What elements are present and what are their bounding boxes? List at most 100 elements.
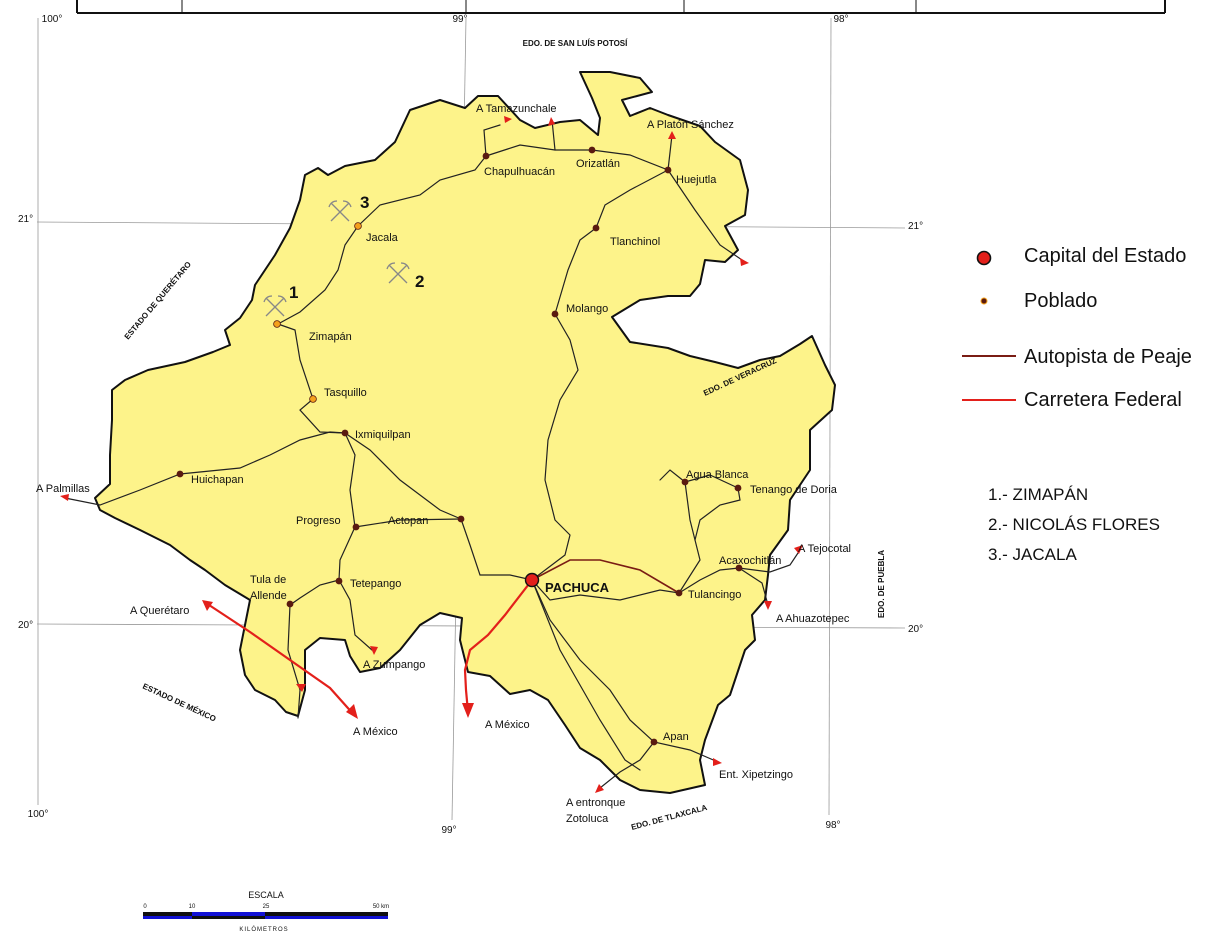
town-marker: [457, 515, 465, 523]
town-marker: [650, 738, 658, 746]
destination-label: A Tamazunchale: [476, 103, 557, 115]
town-label: Jacala: [366, 232, 399, 244]
neighbor-label-east-far: EDO. DE PUEBLA: [877, 550, 886, 618]
federal-highways: [205, 579, 533, 717]
exit-arrows: [60, 116, 803, 793]
town-marker: [675, 589, 683, 597]
town-label: Tulancingo: [688, 589, 741, 601]
town-marker: [176, 470, 184, 478]
town-marker: [681, 478, 689, 486]
degree-label: 99°: [441, 825, 456, 836]
mine-icon: [328, 200, 352, 222]
capital-marker: [524, 572, 540, 588]
degree-label: 100°: [42, 14, 63, 25]
town-marker: [354, 222, 362, 230]
mine-number: 2: [415, 272, 424, 291]
mines-list: 1.- ZIMAPÁN 2.- NICOLÁS FLORES 3.- JACAL…: [988, 485, 1160, 564]
town-label: Chapulhuacán: [484, 166, 555, 178]
state-territory: [94, 71, 836, 794]
town-label: Ixmiquilpan: [355, 429, 411, 441]
town-marker: [735, 564, 743, 572]
mine-icon: [263, 295, 287, 317]
destination-label: A México: [353, 726, 398, 738]
scale-title: ESCALA: [248, 890, 284, 900]
legend-federal-label: Carretera Federal: [1024, 389, 1182, 411]
mine-icon: [386, 262, 410, 284]
town-marker: [341, 429, 349, 437]
scale-unit: KILÓMETROS: [239, 926, 288, 933]
town-label: Acaxochitlán: [719, 555, 781, 567]
town-markers: [176, 146, 743, 746]
town-marker: [588, 146, 596, 154]
neighbor-label-south: EDO. DE TLAXCALA: [630, 803, 708, 832]
destination-label: Zotoluca: [566, 813, 609, 825]
scale-tick: 50 km: [373, 904, 389, 910]
town-label: Tula de: [250, 574, 286, 586]
town-label: Molango: [566, 303, 608, 315]
mines-list-item: 2.- NICOLÁS FLORES: [988, 515, 1160, 534]
legend-town-symbol: [980, 297, 988, 305]
town-marker: [273, 320, 281, 328]
legend-toll-label: Autopista de Peaje: [1024, 346, 1192, 368]
road-network: [64, 119, 801, 789]
mines-list-item: 1.- ZIMAPÁN: [988, 485, 1088, 504]
legend-capital-symbol: [976, 250, 992, 266]
town-label: Agua Blanca: [686, 469, 749, 481]
town-marker: [482, 152, 490, 160]
capital-label: PACHUCA: [545, 580, 610, 595]
town-label: Tlanchinol: [610, 236, 660, 248]
scale-tick: 10: [189, 904, 196, 910]
destination-label: A Tejocotal: [798, 543, 851, 555]
destination-label: A Zumpango: [363, 659, 425, 671]
destination-label: A entronque: [566, 797, 625, 809]
destination-label: A México: [485, 719, 530, 731]
destination-label: A Palmillas: [36, 483, 90, 495]
degree-label: 98°: [833, 14, 848, 25]
destination-label: A Ahuazotepec: [776, 613, 850, 625]
destination-label: A Querétaro: [130, 605, 189, 617]
town-marker: [592, 224, 600, 232]
mine-number: 3: [360, 193, 369, 212]
town-label: Zimapán: [309, 331, 352, 343]
town-label: Tenango de Doria: [750, 484, 838, 496]
degree-label: 99°: [452, 14, 467, 25]
legend-town-label: Poblado: [1024, 290, 1097, 312]
degree-label: 100°: [28, 809, 49, 820]
town-marker: [551, 310, 559, 318]
scale-tick: 25: [263, 904, 270, 910]
destination-label: A Platón Sánchez: [647, 119, 734, 131]
top-frame: [76, 0, 1166, 14]
mines-list-item: 3.- JACALA: [988, 545, 1077, 564]
town-label: Tasquillo: [324, 387, 367, 399]
federal-arrowheads: [202, 600, 474, 719]
town-marker: [286, 600, 294, 608]
degree-label: 21°: [18, 214, 33, 225]
degree-label: 20°: [18, 620, 33, 631]
degree-label: 20°: [908, 624, 923, 635]
town-marker: [352, 523, 360, 531]
mine-number: 1: [289, 283, 298, 302]
town-label: Huichapan: [191, 474, 244, 486]
neighbor-label-north: EDO. DE SAN LUÍS POTOSÍ: [523, 39, 629, 48]
town-label: Orizatlán: [576, 158, 620, 170]
town-marker: [664, 166, 672, 174]
town-marker: [734, 484, 742, 492]
destination-label: Ent. Xipetzingo: [719, 769, 793, 781]
neighbor-label-southwest: ESTADO DE MÉXICO: [141, 682, 217, 724]
degree-label: 21°: [908, 221, 923, 232]
neighbor-label-west: ESTADO DE QUERÉTARO: [123, 260, 193, 341]
town-label: Progreso: [296, 515, 341, 527]
town-label: Tetepango: [350, 578, 401, 590]
toll-highway: [531, 559, 680, 594]
town-label: Huejutla: [676, 174, 717, 186]
scale-tick: 0: [143, 904, 147, 910]
town-label: Actopan: [388, 515, 428, 527]
town-marker: [335, 577, 343, 585]
town-label: Apan: [663, 731, 689, 743]
town-label: Allende: [250, 590, 287, 602]
legend-capital-label: Capital del Estado: [1024, 245, 1186, 267]
degree-label: 98°: [825, 820, 840, 831]
scale-bar: ESCALA 0 10 25 50 km KILÓMETROS: [143, 890, 389, 933]
town-marker: [309, 395, 317, 403]
